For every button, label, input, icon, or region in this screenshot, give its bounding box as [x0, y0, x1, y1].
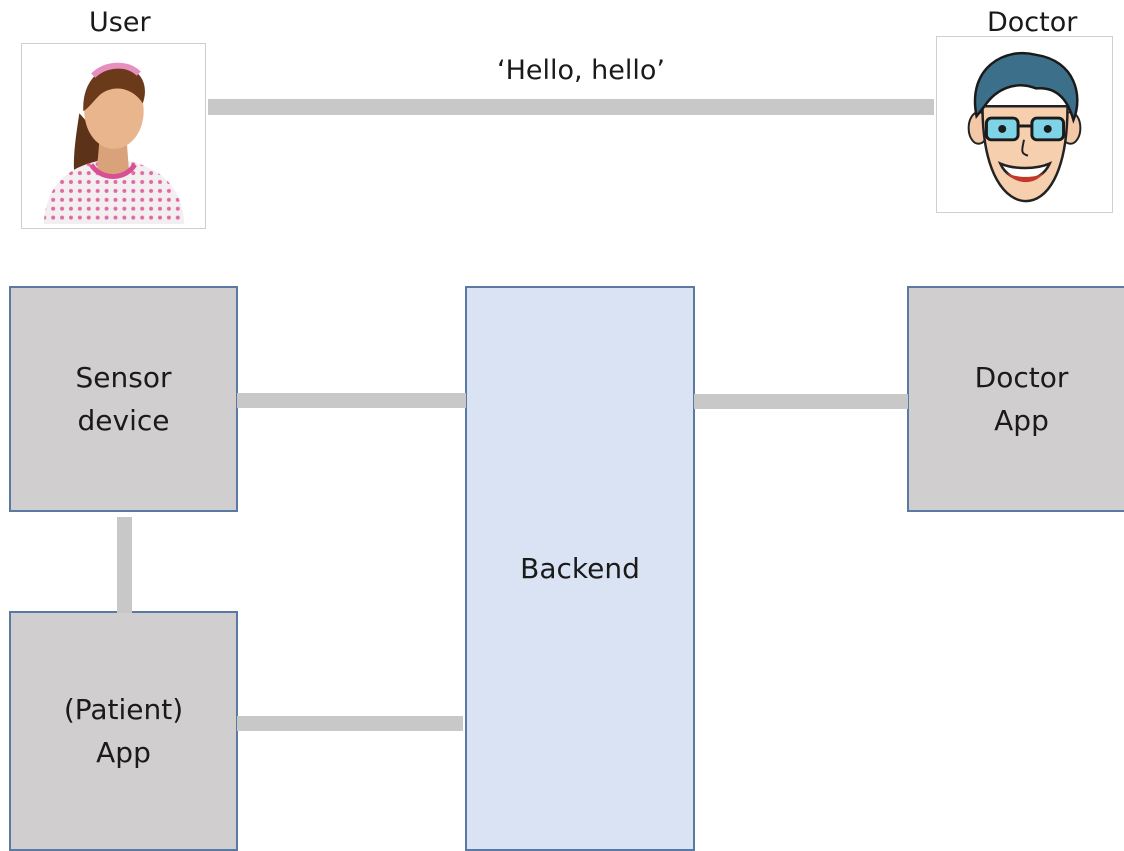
patient-app-box: (Patient) App: [9, 611, 238, 851]
backend-box: Backend: [465, 286, 695, 851]
message-label: ‘Hello, hello’: [497, 55, 666, 86]
doctor-app-label: Doctor App: [974, 360, 1069, 437]
doctor-cartoon-avatar-icon: [967, 51, 1082, 203]
backend-label: Backend: [520, 551, 640, 585]
user-label: User: [89, 7, 151, 38]
backend-doctorapp-connector: [694, 394, 908, 409]
sensor-device-label: Sensor device: [75, 360, 172, 437]
user-doctor-connector: [208, 99, 934, 115]
sensor-patientapp-connector: [117, 517, 132, 613]
user-avatar: [21, 43, 206, 229]
patient-avatar-icon: [43, 62, 185, 225]
patient-app-label: (Patient) App: [63, 692, 184, 769]
doctor-avatar: [936, 36, 1113, 213]
patientapp-backend-connector: [237, 716, 463, 731]
doctor-label: Doctor: [987, 7, 1078, 38]
doctor-app-box: Doctor App: [907, 286, 1124, 512]
sensor-device-box: Sensor device: [9, 286, 238, 512]
sensor-backend-connector: [237, 393, 466, 408]
